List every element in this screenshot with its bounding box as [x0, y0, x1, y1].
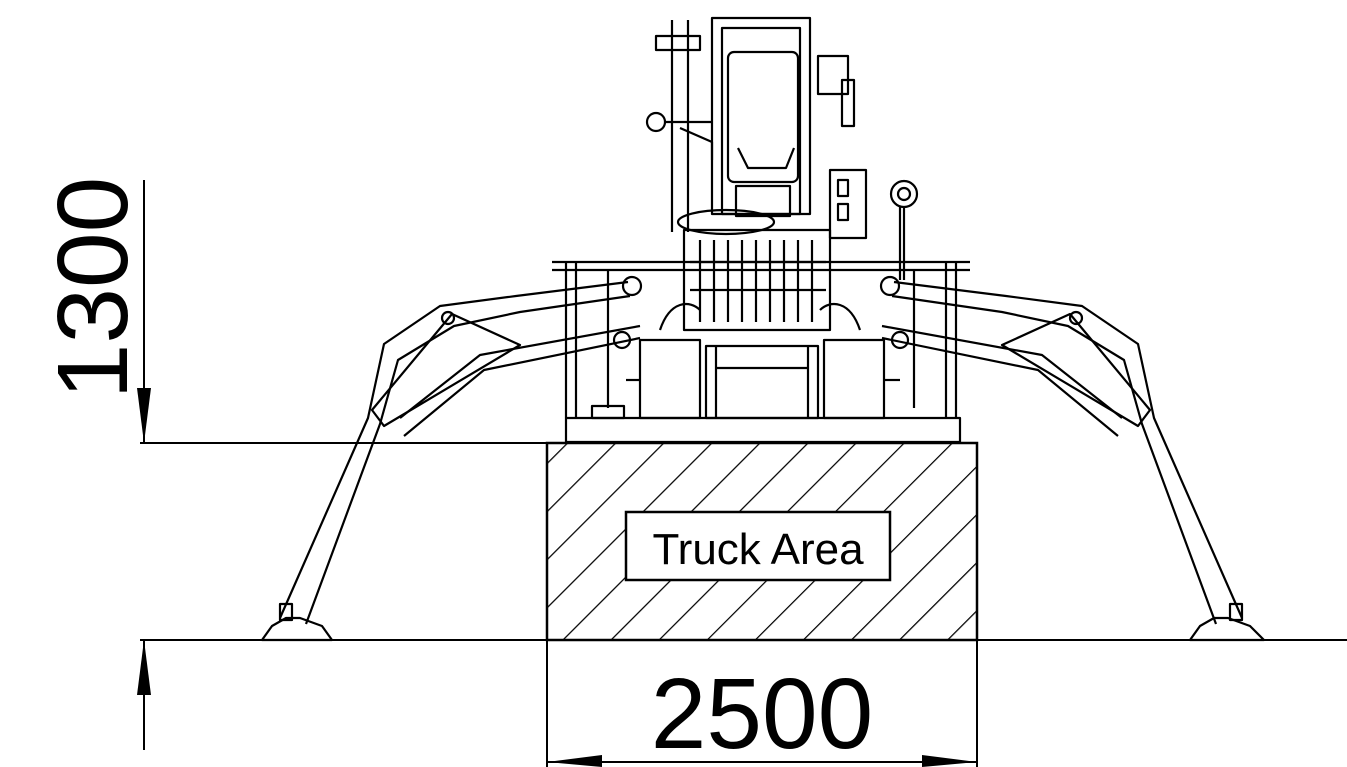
width-dimension: 2500: [546, 640, 978, 767]
width-dimension-value: 2500: [651, 658, 873, 767]
height-dimension: 1300: [37, 177, 547, 750]
right-outrigger: [879, 275, 1266, 642]
machine-drawing: [260, 16, 1266, 642]
width-arrow-right: [922, 755, 977, 767]
truck-area: Truck Area: [545, 441, 979, 642]
height-arrow-down: [137, 388, 151, 443]
height-dimension-value: 1300: [37, 177, 149, 399]
left-outrigger: [260, 275, 643, 642]
height-arrow-up: [137, 640, 151, 695]
base-frame: [564, 338, 962, 444]
truck-area-label-box: [624, 510, 892, 582]
truck-area-label: Truck Area: [652, 525, 864, 574]
pressure-gauge: [889, 179, 919, 280]
width-arrow-left: [547, 755, 602, 767]
upper-frame: [552, 260, 970, 418]
mast: [645, 16, 868, 240]
